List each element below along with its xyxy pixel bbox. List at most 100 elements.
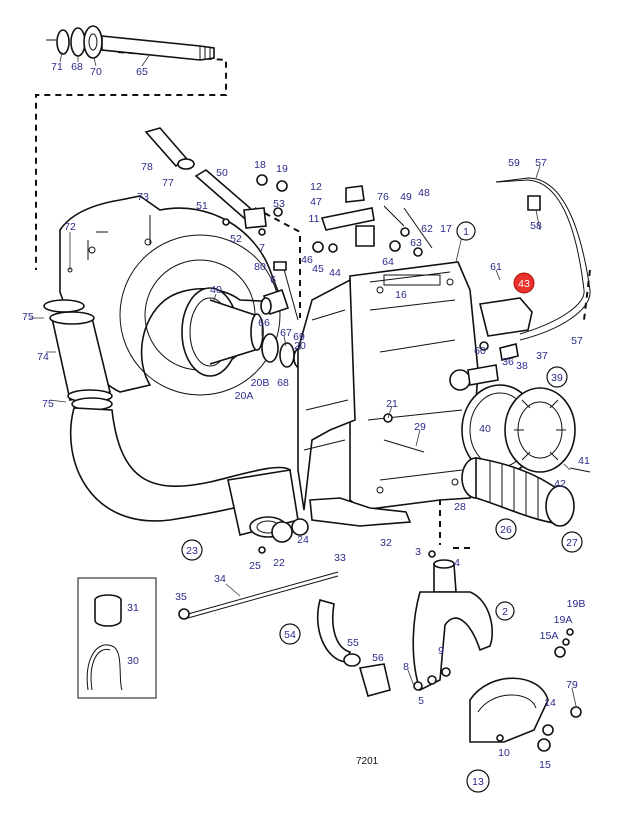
part-label-29: 29 [414,421,426,433]
callout-ring-26 [495,518,517,540]
part-label-51: 51 [196,200,208,212]
part-label-76: 76 [377,191,389,203]
part-label-8: 8 [403,661,409,673]
part-label-20: 20 [294,340,306,352]
part-label-25: 25 [249,560,261,572]
part-label-41: 41 [578,455,590,467]
part-label-74: 74 [37,351,49,363]
part-label-43[interactable]: 43 [518,278,530,290]
part-label-2: 2 [502,606,508,618]
part-label-80: 80 [254,261,266,273]
water-pipe [144,127,288,236]
bell-housing-seal [181,287,307,377]
part-label-30: 30 [127,655,139,667]
part-label-62: 62 [421,223,433,235]
part-label-48: 48 [418,187,430,199]
part-label-28: 28 [454,501,466,513]
inner-frame [297,278,412,527]
part-label-77: 77 [162,177,174,189]
part-label-13: 13 [472,776,484,788]
highlighted-part-marker[interactable] [513,272,535,294]
part-label-68: 68 [71,61,83,73]
part-label-33: 33 [334,552,346,564]
part-label-17: 17 [440,223,452,235]
part-label-4: 4 [454,557,460,569]
part-label-7: 7 [259,242,265,254]
part-label-59: 59 [508,157,520,169]
part-label-23: 23 [186,545,198,557]
sleeve [260,261,290,316]
part-label-71: 71 [51,61,63,73]
part-label-49: 49 [400,191,412,203]
part-label-3: 3 [415,546,421,558]
part-label-15: 15 [539,759,551,771]
part-label-55: 55 [347,637,359,649]
part-label-68: 68 [277,377,289,389]
part-label-39: 39 [551,372,563,384]
part-label-64: 64 [382,256,394,268]
part-label-38: 38 [516,360,528,372]
part-label-19A: 19A [554,614,573,626]
part-label-19: 19 [276,163,288,175]
part-label-19B: 19B [567,598,586,610]
part-label-20A: 20A [235,390,254,402]
part-label-1: 1 [463,226,469,238]
part-label-31: 31 [127,602,139,614]
part-label-69: 69 [293,331,305,343]
o-rings [258,521,293,554]
part-label-20B: 20B [251,377,270,389]
callout-ring-23 [181,539,203,561]
part-label-40: 40 [479,423,491,435]
shift-rod [383,413,425,453]
gear-cover [469,677,549,743]
part-label-47: 47 [310,196,322,208]
part-label-78: 78 [141,161,153,173]
part-label-15A: 15A [540,630,559,642]
part-label-46: 46 [301,254,313,266]
part-label-54: 54 [284,629,296,641]
part-label-56: 56 [372,652,384,664]
part-label-75: 75 [22,311,34,323]
part-label-40: 40 [210,284,222,296]
callout-ring-13 [466,769,490,793]
part-label-42: 42 [554,478,566,490]
part-label-72: 72 [64,221,76,233]
exhaust-hose [43,299,113,411]
part-label-18: 18 [254,159,266,171]
callout-ring-39 [546,366,568,388]
part-label-22: 22 [273,557,285,569]
part-label-21: 21 [386,398,398,410]
shift-mechanism [281,185,433,321]
part-label-16: 16 [395,289,407,301]
part-label-24: 24 [297,534,309,546]
leader-lines [30,51,577,707]
part-label-45: 45 [312,263,324,275]
part-label-44: 44 [329,267,341,279]
part-43-bracket [479,297,533,361]
part-label-73: 73 [137,191,149,203]
part-label-70: 70 [90,66,102,78]
part-label-66: 66 [258,317,270,329]
cooling-hose [316,599,391,697]
part-label-57: 57 [571,335,583,347]
small-fasteners [537,628,582,752]
gear-housing [412,550,493,692]
part-label-27: 27 [566,537,578,549]
part-label-53: 53 [273,198,285,210]
part-label-57: 57 [535,157,547,169]
long-bolt [178,571,339,620]
callout-ring-27 [561,531,583,553]
part-label-35: 35 [175,591,187,603]
callout-ring-54 [279,623,301,645]
part-label-50: 50 [216,167,228,179]
part-label-10: 10 [498,747,510,759]
part-label-9: 9 [438,645,444,657]
transom-shield [349,261,499,511]
part-label-11: 11 [309,213,320,225]
control-cable [495,177,591,341]
flange [504,387,591,473]
callout-ring-1 [456,221,476,241]
bellows [461,457,575,527]
